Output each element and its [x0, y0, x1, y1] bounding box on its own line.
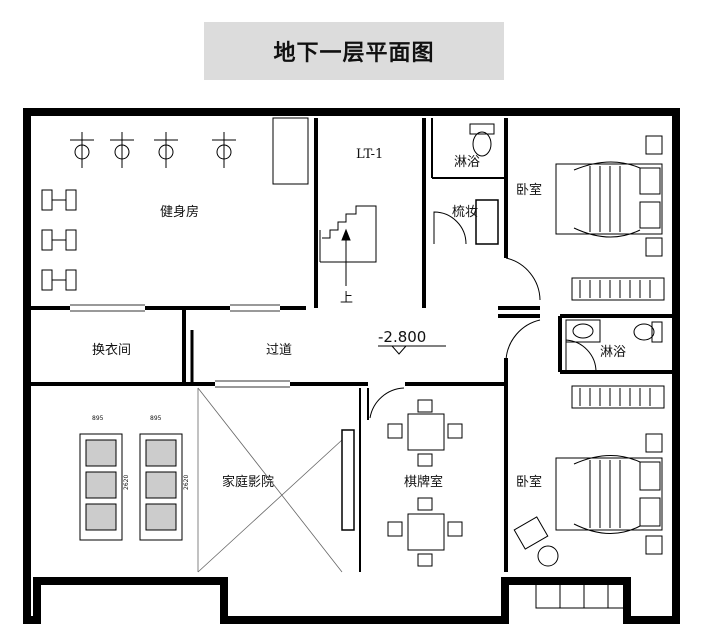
gym-equipment-left: [41, 189, 77, 291]
seat-height-1: 2620: [123, 475, 130, 490]
window-box: [535, 581, 631, 609]
outer-wall: [23, 108, 680, 624]
label-shower-right: 淋浴: [600, 345, 626, 360]
bed-bottom: [555, 433, 663, 555]
label-cinema: 家庭影院: [222, 474, 274, 490]
label-vanity: 梳妆: [452, 205, 478, 220]
title-banner: 地下一层平面图: [204, 22, 504, 80]
cinema-walls: [359, 388, 369, 572]
gym-equipment-top: [70, 132, 236, 168]
cinema-door: [369, 387, 405, 419]
elevation-marker: [378, 345, 446, 355]
staircase: [319, 205, 377, 286]
label-corridor: 过道: [266, 343, 292, 358]
vanity-box: [475, 199, 499, 245]
cinema-projection: [197, 387, 343, 573]
wardrobe-top: [571, 277, 665, 301]
shower-door: [565, 339, 597, 373]
window-box-dividers: [559, 582, 609, 608]
cinema-seats: [79, 433, 183, 541]
wardrobe-bottom: [571, 385, 665, 409]
seat-width-2: 895: [150, 415, 162, 422]
bed-top: [555, 135, 663, 257]
toilet-right: [633, 321, 663, 343]
lounge-chair: [513, 516, 559, 567]
label-bedroom-bottom: 卧室: [516, 474, 542, 490]
vanity-door: [433, 211, 467, 245]
bedroom-door-top: [505, 257, 541, 301]
label-lt: LT-1: [356, 147, 383, 162]
corridor-window: [215, 380, 290, 388]
bath-right-walls: [498, 306, 676, 374]
seat-width-1: 895: [92, 415, 104, 422]
label-changing: 换衣间: [92, 342, 131, 358]
toilet-top: [469, 123, 495, 157]
chess-table-bottom: [387, 497, 463, 567]
seat-height-2: 2620: [183, 475, 190, 490]
gym-window-lines: [70, 304, 280, 312]
chess-table-top: [387, 399, 463, 467]
column-box: [272, 117, 309, 185]
elevation-text: -2.800: [378, 328, 426, 346]
label-bedroom-top: 卧室: [516, 182, 542, 198]
tv-screen: [341, 429, 355, 531]
sink-right: [565, 319, 601, 343]
label-shower-top: 淋浴: [454, 155, 480, 170]
label-up: 上: [340, 291, 353, 306]
bedroom-door-bottom: [505, 319, 541, 361]
plan-title: 地下一层平面图: [273, 41, 435, 66]
label-chess: 棋牌室: [404, 474, 443, 490]
label-gym: 健身房: [160, 204, 199, 220]
